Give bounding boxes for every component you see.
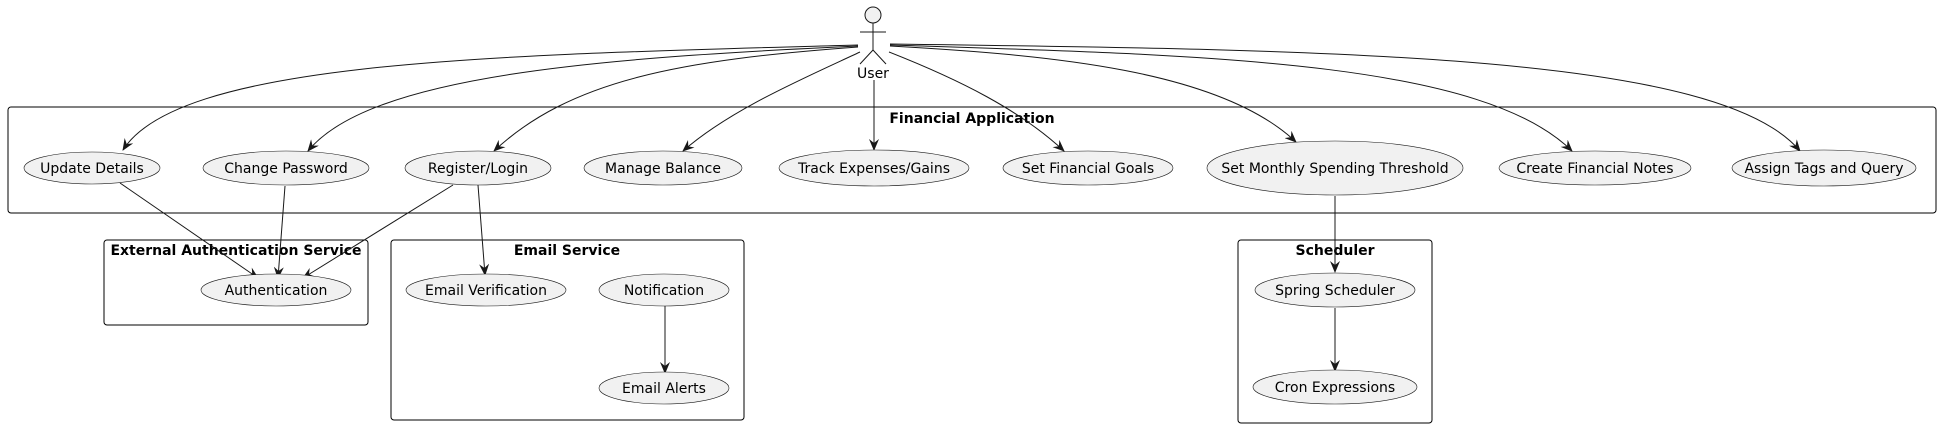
edge-update-details-authentication	[119, 182, 259, 279]
edge-register-login-authentication	[302, 184, 454, 279]
use-case-track-expenses-gains[interactable]: Track Expenses/Gains	[778, 149, 970, 187]
use-case-register-login[interactable]: Register/Login	[404, 150, 552, 186]
use-case-email-verification[interactable]: Email Verification	[405, 273, 567, 307]
use-case-label: Set Monthly Spending Threshold	[1221, 161, 1448, 177]
use-case-cron-expressions[interactable]: Cron Expressions	[1252, 369, 1418, 405]
edge-user-financial-notes	[889, 44, 1573, 152]
use-case-email-alerts[interactable]: Email Alerts	[598, 371, 730, 405]
use-case-assign-tags-and-query[interactable]: Assign Tags and Query	[1731, 149, 1917, 187]
use-case-label: Create Financial Notes	[1516, 161, 1673, 177]
use-case-create-financial-notes[interactable]: Create Financial Notes	[1498, 150, 1692, 186]
use-case-set-monthly-spending-threshold[interactable]: Set Monthly Spending Threshold	[1206, 140, 1464, 196]
edge-register-login-email-verification	[477, 184, 490, 276]
edge-user-register-login	[493, 46, 859, 152]
use-case-label: Set Financial Goals	[1022, 161, 1154, 177]
use-case-label: Change Password	[224, 161, 347, 177]
relation-edges	[119, 43, 1801, 374]
use-case-set-financial-goals[interactable]: Set Financial Goals	[1002, 150, 1174, 186]
use-case-authentication[interactable]: Authentication	[200, 273, 352, 307]
use-case-label: Register/Login	[428, 161, 528, 177]
edge-user-monthly-threshold	[889, 45, 1297, 143]
use-case-spring-scheduler[interactable]: Spring Scheduler	[1254, 272, 1416, 308]
stick-figure-icon	[859, 6, 887, 65]
package-title: External Authentication Service	[110, 243, 361, 259]
use-case-update-details[interactable]: Update Details	[23, 151, 161, 185]
actor-label: User	[857, 66, 889, 82]
use-case-notification[interactable]: Notification	[598, 273, 730, 307]
edge-user-change-password	[307, 45, 859, 152]
edge-user-set-financial-goals	[888, 51, 1065, 152]
use-case-label: Email Verification	[425, 283, 547, 299]
use-case-label: Update Details	[40, 161, 144, 177]
package-title: Email Service	[514, 243, 620, 259]
package-financial-application: Financial Application	[7, 106, 1937, 214]
use-case-label: Cron Expressions	[1275, 380, 1395, 396]
use-case-label: Manage Balance	[605, 161, 721, 177]
edge-user-manage-balance	[682, 51, 861, 152]
use-case-label: Notification	[624, 283, 704, 299]
package-title: Financial Application	[889, 111, 1054, 127]
use-case-label: Authentication	[225, 283, 328, 299]
actor-user[interactable]: User	[857, 6, 889, 82]
edge-change-password-authentication	[273, 185, 286, 279]
edge-user-assign-tags	[889, 43, 1801, 152]
use-case-label: Assign Tags and Query	[1744, 161, 1903, 177]
edge-user-update-details	[122, 44, 859, 151]
use-case-label: Spring Scheduler	[1275, 283, 1395, 299]
use-case-label: Email Alerts	[622, 381, 706, 397]
use-case-label: Track Expenses/Gains	[797, 161, 950, 177]
use-case-manage-balance[interactable]: Manage Balance	[583, 150, 743, 186]
use-case-change-password[interactable]: Change Password	[202, 150, 370, 186]
